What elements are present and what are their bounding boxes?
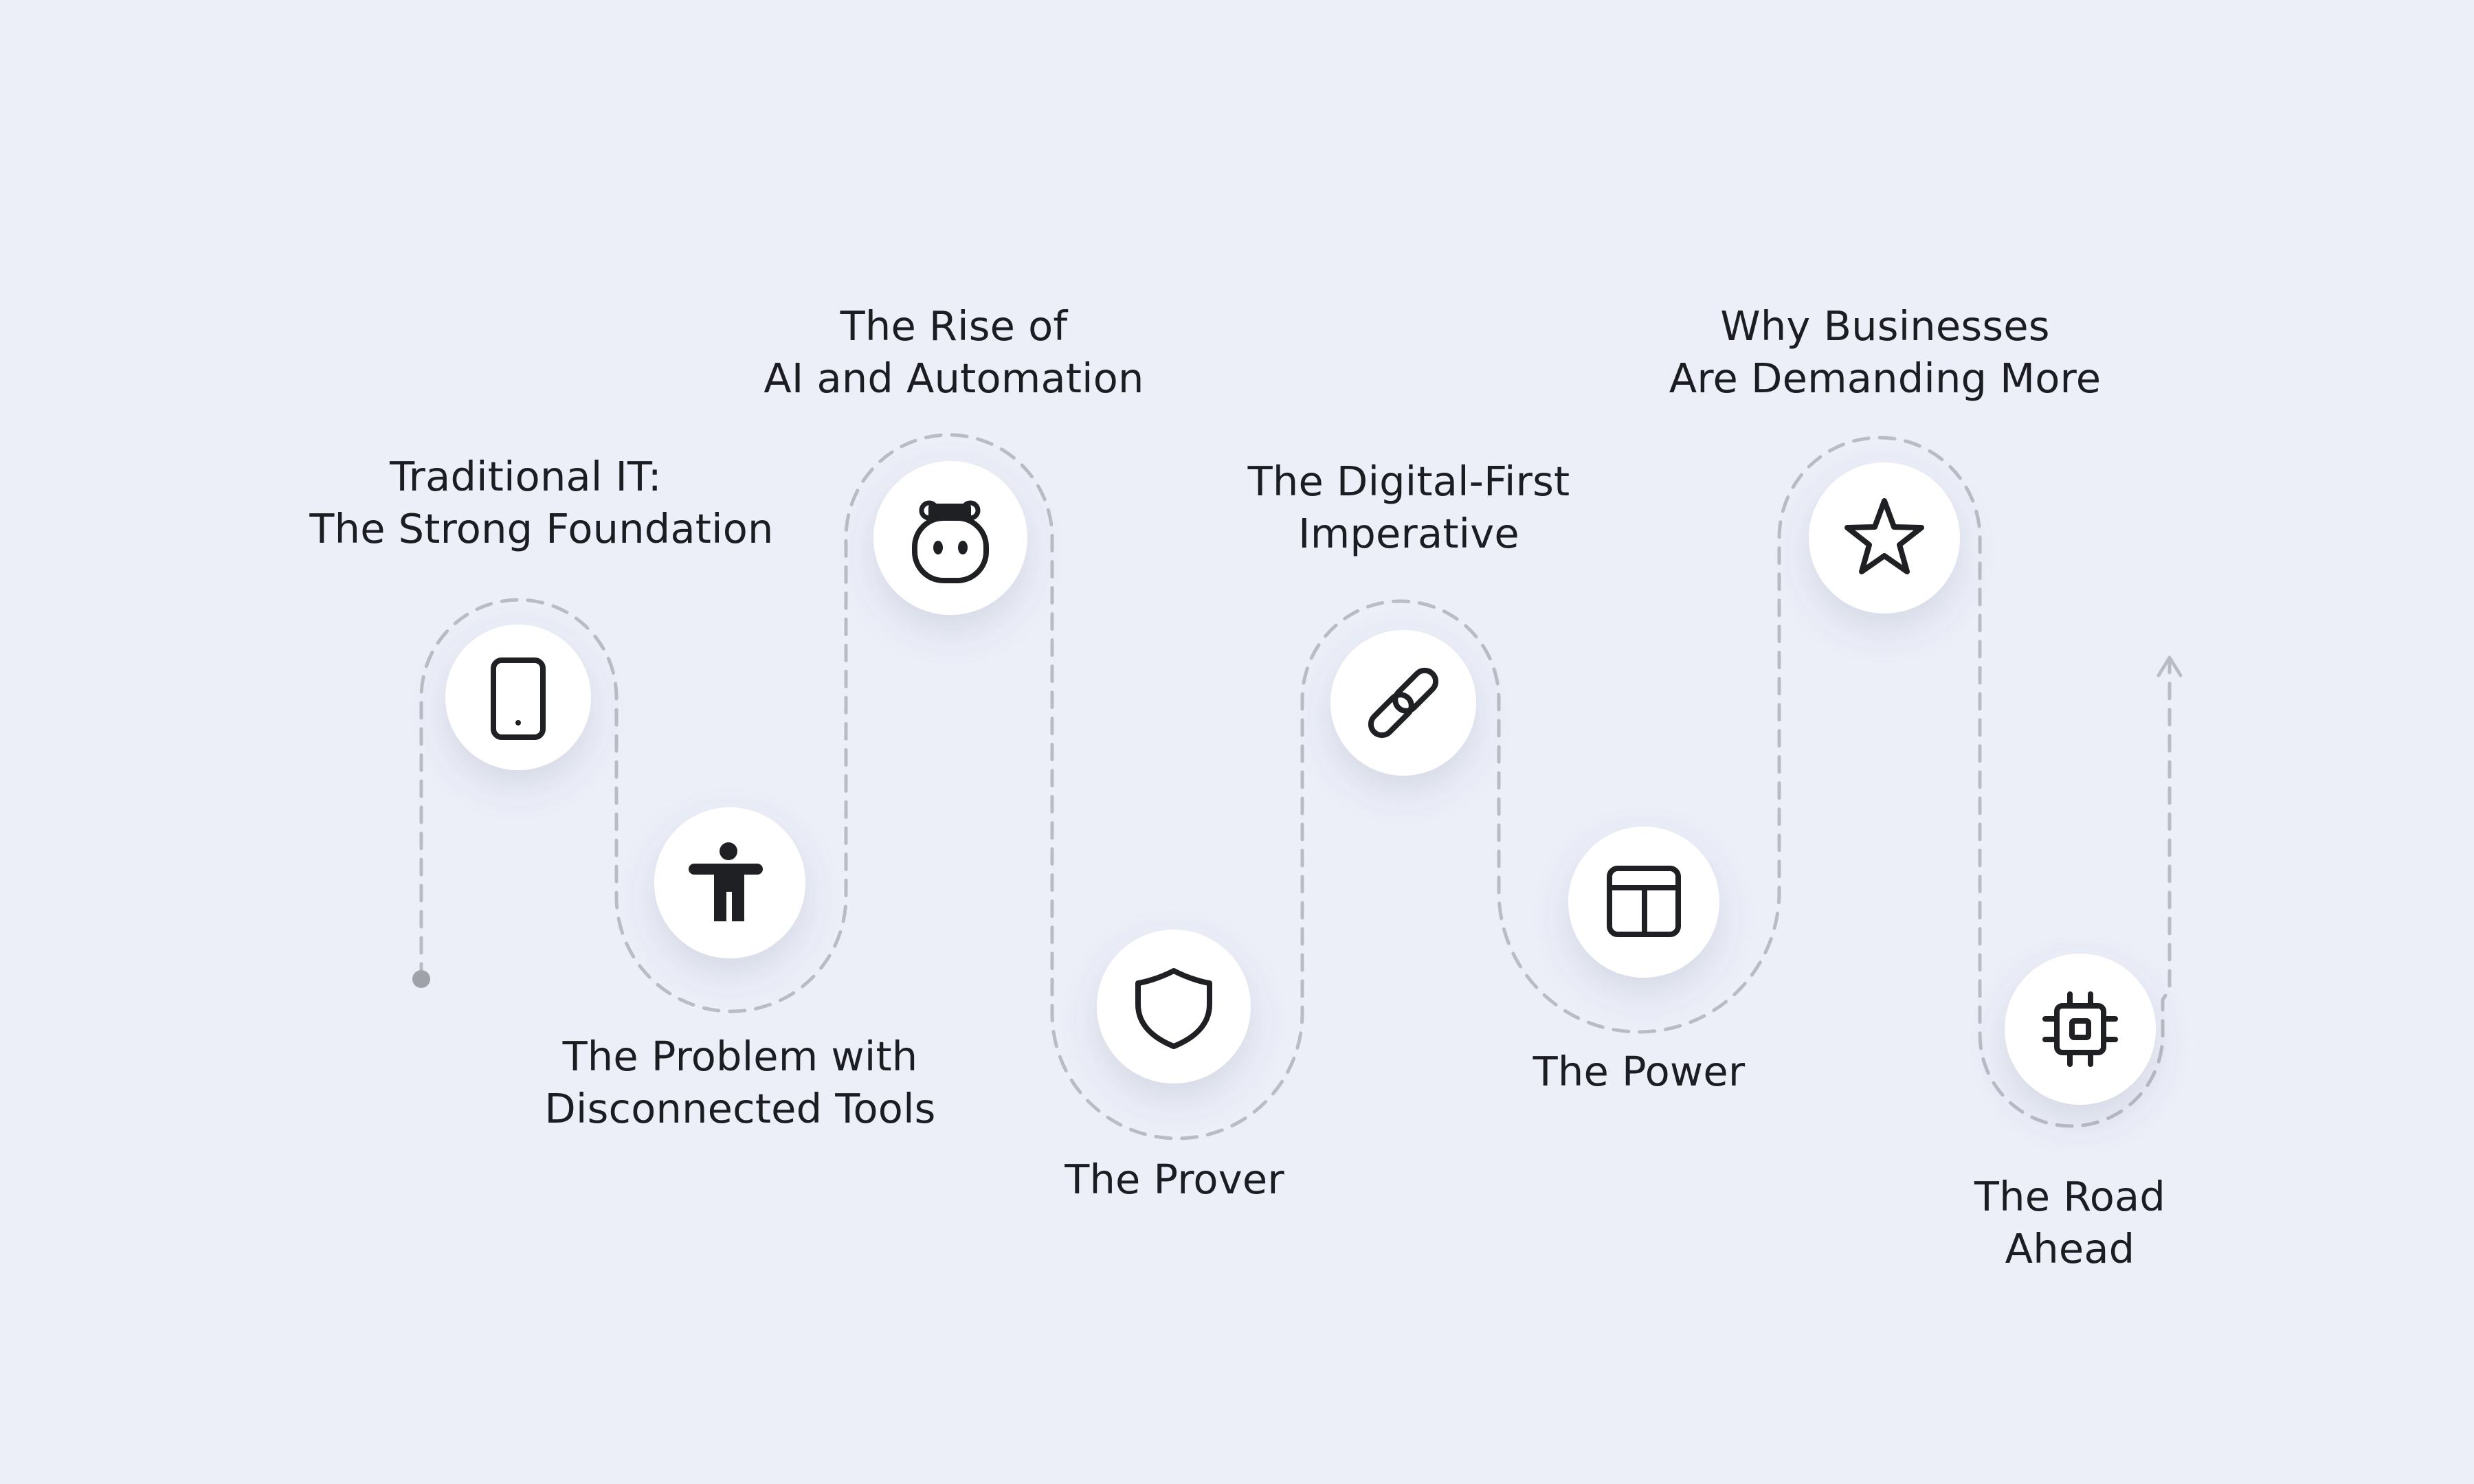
robot-face-icon (912, 500, 989, 583)
step-label-line: Imperative (1298, 510, 1519, 557)
step-label-road-ahead: The Road Ahead (1974, 1171, 2165, 1275)
step-label-line: The Road (1974, 1173, 2166, 1220)
step-node-the-prover (1097, 930, 1251, 1083)
step-label-line: Ahead (2005, 1225, 2135, 1272)
smartphone-icon (491, 657, 546, 740)
roadmap-dashed-path (419, 433, 2172, 1140)
link-icon (1368, 667, 1439, 739)
step-node-the-power (1568, 827, 1719, 978)
step-label-line: Are Demanding More (1669, 355, 2102, 402)
star-icon (1845, 498, 1924, 574)
shield-icon (1135, 968, 1212, 1049)
layout-panel-icon (1607, 866, 1681, 937)
step-label-line: AI and Automation (764, 355, 1144, 402)
step-label-line: Traditional IT: (390, 453, 662, 500)
step-label-the-prover: The Prover (1065, 1154, 1284, 1206)
step-label-line: The Strong Foundation (309, 505, 774, 552)
step-label-digital-first: The Digital-First Imperative (1248, 456, 1570, 560)
step-label-line: The Problem with (562, 1033, 918, 1080)
step-label-traditional-it: Traditional IT: The Strong Foundation (309, 451, 773, 555)
step-label-businesses-demanding: Why Businesses Are Demanding More (1669, 300, 2101, 405)
step-label-ai-automation: The Rise of AI and Automation (764, 300, 1144, 405)
step-node-road-ahead (2005, 954, 2156, 1105)
step-label-line: The Prover (1065, 1156, 1284, 1203)
path-end-arrowhead (2157, 655, 2183, 677)
step-label-the-power: The Power (1533, 1046, 1746, 1098)
step-label-line: Disconnected Tools (544, 1085, 936, 1132)
step-label-disconnected-tools: The Problem with Disconnected Tools (544, 1031, 935, 1135)
step-node-ai-automation (873, 461, 1027, 615)
cpu-chip-icon (2042, 991, 2118, 1067)
step-label-line: The Digital-First (1247, 458, 1570, 505)
path-start-dot (412, 970, 430, 988)
step-label-line: Why Businesses (1720, 302, 2050, 350)
step-node-digital-first (1330, 630, 1476, 776)
step-label-line: The Rise of (840, 302, 1068, 350)
step-label-line: The Power (1533, 1048, 1746, 1095)
step-node-traditional-it (445, 625, 591, 770)
step-node-businesses-demanding (1809, 462, 1960, 614)
person-standing-icon (689, 842, 763, 921)
step-node-disconnected-tools (654, 807, 805, 958)
